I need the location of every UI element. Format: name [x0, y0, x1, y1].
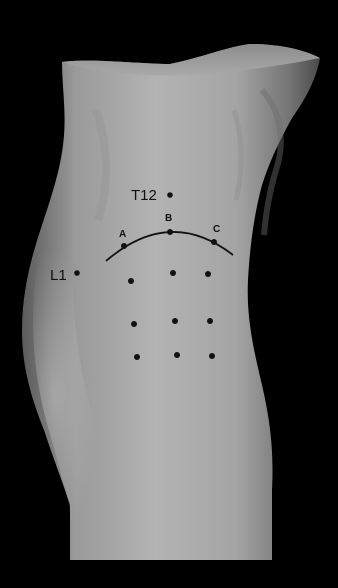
- t12-marker: [167, 192, 173, 198]
- arc-point-c-marker: [211, 239, 217, 245]
- l1-marker: [74, 270, 80, 276]
- grid-point-r2-c2: [172, 318, 178, 324]
- grid-point-r2-c3: [207, 318, 213, 324]
- arc-point-a-label: A: [119, 229, 126, 240]
- grid-point-r2-c1: [131, 321, 137, 327]
- grid-point-r1-c1: [128, 278, 134, 284]
- grid-point-r3-c1: [134, 354, 140, 360]
- arc-point-c-label: C: [213, 224, 220, 235]
- grid-point-r3-c2: [174, 352, 180, 358]
- grid-point-r3-c3: [209, 353, 215, 359]
- grid-point-r1-c2: [170, 270, 176, 276]
- l1-label: L1: [50, 267, 67, 284]
- arc-point-b-label: B: [165, 213, 172, 224]
- arc-point-a-marker: [121, 243, 127, 249]
- grid-point-r1-c3: [205, 271, 211, 277]
- t12-label: T12: [131, 187, 157, 204]
- arc-point-b-marker: [167, 229, 173, 235]
